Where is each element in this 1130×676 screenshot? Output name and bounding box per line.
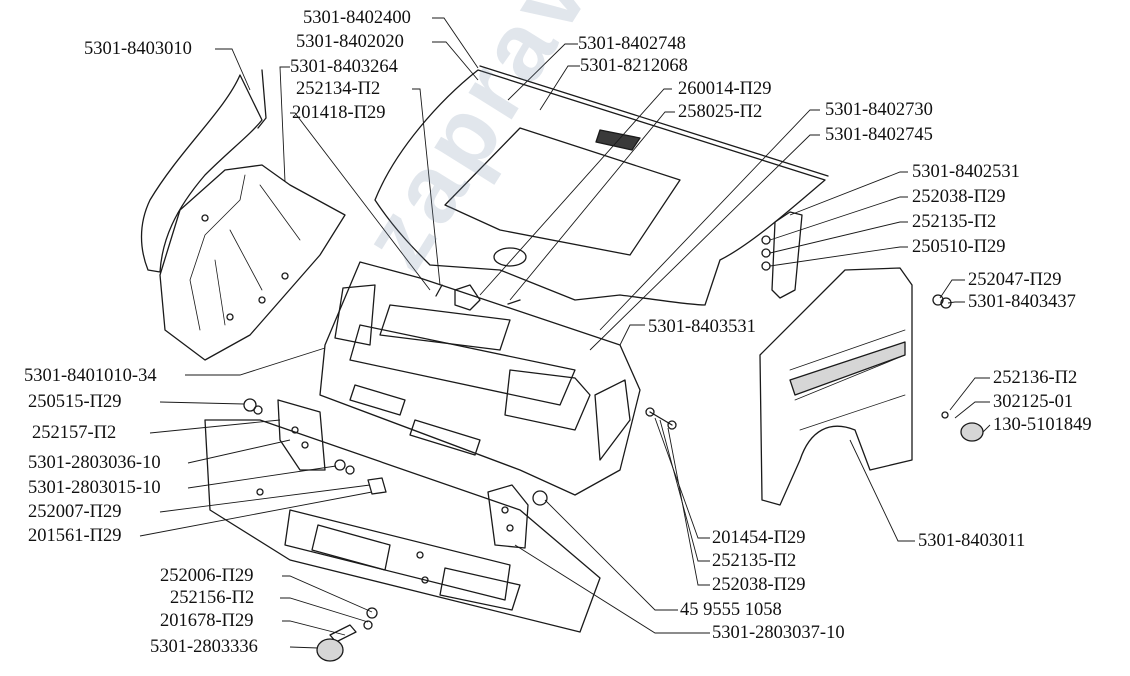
label-5301-2803037-10: 5301-2803037-10 [712,623,845,643]
label-45-9555-1058: 45 9555 1058 [680,600,782,620]
label-252156-P2: 252156-П2 [170,588,255,608]
label-252134-P2: 252134-П2 [296,79,381,99]
label-5301-8402020: 5301-8402020 [296,32,404,52]
label-252135-P2-b: 252135-П2 [712,551,797,571]
label-302125-01: 302125-01 [993,392,1074,412]
label-5301-2803336: 5301-2803336 [150,637,258,657]
label-201418-P29: 201418-П29 [292,103,386,123]
bumper-bracket-left [277,399,326,471]
label-5301-8401010-34: 5301-8401010-34 [24,366,157,386]
label-201454-P29: 201454-П29 [712,528,806,548]
label-252136-P2: 252136-П2 [993,368,1078,388]
label-252135-P2-a: 252135-П2 [912,212,997,232]
label-5301-8402400: 5301-8402400 [303,8,411,28]
label-5301-8403011: 5301-8403011 [918,531,1026,551]
label-5301-8403264: 5301-8403264 [290,57,398,77]
fasteners [243,294,984,662]
label-5301-8402748: 5301-8402748 [578,34,686,54]
label-260014-P29: 260014-П29 [678,79,772,99]
label-5301-8402745: 5301-8402745 [825,125,933,145]
label-5301-8402730: 5301-8402730 [825,100,933,120]
label-5301-8403531: 5301-8403531 [648,317,756,337]
left-inner-panel [140,69,346,361]
front-bumper [204,419,601,633]
label-252047-P29: 252047-П29 [968,270,1062,290]
label-250510-P29: 250510-П29 [912,237,1006,257]
label-5301-8403437: 5301-8403437 [968,292,1076,312]
label-252007-P29: 252007-П29 [28,502,122,522]
leader-lines [139,17,991,649]
label-258025-P2: 258025-П2 [678,102,763,122]
label-130-5101849: 130-5101849 [993,415,1092,435]
label-5301-8402531: 5301-8402531 [912,162,1020,182]
label-252006-P29: 252006-П29 [160,566,254,586]
label-252157-P2: 252157-П2 [32,423,117,443]
label-201678-P29: 201678-П29 [160,611,254,631]
label-250515-P29: 250515-П29 [28,392,122,412]
front-panel [319,261,641,496]
label-252038-P29-b: 252038-П29 [712,575,806,595]
label-5301-2803036-10: 5301-2803036-10 [28,453,161,473]
label-201561-P29: 201561-П29 [28,526,122,546]
bumper-bracket-right [487,484,529,549]
label-5301-2803015-10: 5301-2803015-10 [28,478,161,498]
label-5301-8212068: 5301-8212068 [580,56,688,76]
label-252038-P29-a: 252038-П29 [912,187,1006,207]
label-5301-8403010: 5301-8403010 [84,39,192,59]
right-fender [759,267,913,506]
